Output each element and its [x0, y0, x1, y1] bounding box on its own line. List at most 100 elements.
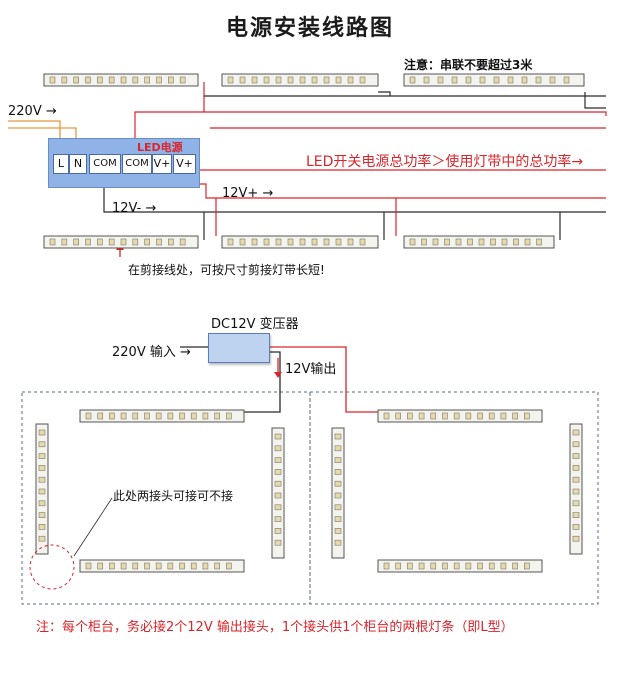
right-bottom-strip-chip — [500, 562, 507, 570]
bottom-strip-3-chip — [444, 238, 450, 246]
footer-note: 注：每个柜台，务必接2个12V 输出接头，1个接头供1个柜台的两根灯条（即L型） — [36, 620, 514, 635]
right-top-strip-chip — [418, 412, 425, 420]
right-outer-strip-chip — [572, 535, 580, 542]
output-wire-dark — [268, 351, 281, 392]
right-top-strip-chip — [488, 412, 495, 420]
bottom-strip-3-chip — [432, 238, 439, 246]
bottom-strip-2-chip — [299, 238, 306, 246]
right-bottom-strip-chip — [407, 562, 413, 570]
left-bottom-strip-chip — [214, 562, 220, 570]
right-bottom-strip-chip — [512, 562, 518, 570]
joint-note: 此处两接头可接可不接 — [113, 489, 234, 503]
top-strip-2-chip — [287, 76, 294, 84]
left-inner-strip-chip — [274, 539, 282, 546]
top-strip-3-chip — [549, 76, 556, 84]
left-outer-strip-chip — [38, 476, 46, 483]
bottom-strip-3-chip — [524, 238, 531, 246]
left-top-strip-chip — [120, 412, 127, 420]
input-voltage-label: 220V → — [8, 104, 57, 119]
right-inner-strip-chip — [334, 516, 342, 522]
right-outer-strip-chip — [572, 441, 580, 448]
top-strip-3-chip — [479, 76, 486, 84]
top-strip-3-chip — [437, 76, 444, 84]
left-outer-strip-chip — [38, 488, 46, 495]
right-inner-strip-chip — [334, 492, 342, 499]
top-strip-3-chip — [465, 76, 472, 84]
bottom-strip-3-chip — [490, 238, 496, 246]
bottom-strip-1-chip — [144, 238, 150, 246]
bottom-strip-1-chip — [61, 238, 68, 246]
top-strip-3-chip — [451, 76, 458, 84]
left-bottom-strip-chip — [179, 562, 185, 570]
top-strip-1-chip — [108, 76, 115, 84]
left-inner-strip-chip — [274, 480, 282, 487]
bottom-strip-2-chip — [263, 238, 270, 246]
left-bottom-strip-chip — [120, 562, 127, 570]
left-top-strip-chip — [226, 412, 232, 420]
left-inner-strip-chip — [274, 469, 282, 475]
right-outer-strip-chip — [572, 465, 580, 471]
terminal-vplus-2: V+ — [173, 154, 196, 174]
top-strip-1-chip — [97, 76, 103, 84]
bottom-strip-2-chip — [287, 238, 294, 246]
right-inner-strip-chip — [334, 469, 342, 475]
right-top-strip-chip — [524, 412, 530, 420]
right-outer-strip-chip — [572, 476, 580, 483]
top-strip-3-chip — [423, 76, 430, 84]
bottom-strip-2-chip — [239, 238, 246, 246]
left-bottom-strip-chip — [167, 562, 174, 570]
negative-label: 12V- → — [112, 201, 157, 216]
right-top-strip-chip — [500, 412, 507, 420]
right-outer-strip-chip — [572, 512, 580, 518]
bottom-strip-2-chip — [275, 238, 282, 246]
terminal-com-1: COM — [89, 154, 121, 174]
output-wire-red — [268, 346, 347, 392]
left-top-strip-chip — [190, 412, 197, 420]
terminal-l: L — [53, 154, 69, 174]
left-top-strip-chip — [202, 412, 209, 420]
right-outer-strip-chip — [572, 429, 580, 436]
bottom-strip-1-chip — [179, 238, 186, 246]
bottom-strip-3-chip — [536, 238, 542, 246]
top-strip-2-chip — [239, 76, 246, 84]
left-inner-strip-chip — [274, 457, 282, 463]
left-bottom-strip-chip — [190, 562, 197, 570]
right-top-strip-chip — [512, 412, 518, 420]
bottom-strip-3-chip — [455, 238, 462, 246]
bottom-strip-2-chip — [227, 238, 234, 246]
left-inner-strip-chip — [274, 504, 282, 511]
vplus-12v-wire — [198, 183, 606, 199]
output-arrow-head — [274, 372, 282, 378]
left-top-strip-chip — [109, 412, 115, 420]
top-strip-2-chip — [299, 76, 306, 84]
right-bottom-strip-chip — [395, 562, 401, 570]
left-top-strip-chip — [132, 412, 139, 420]
bottom-strip-1-chip — [108, 238, 115, 246]
top-strip-3-chip — [409, 76, 416, 84]
right-bottom-strip-chip — [465, 562, 472, 570]
right-bottom-strip-chip — [442, 562, 448, 570]
top-strip-1-chip — [156, 76, 162, 84]
bottom-strip-1-chip — [156, 238, 162, 246]
left-outer-strip-chip — [38, 500, 46, 507]
left-bottom-strip-chip — [155, 562, 162, 570]
left-bottom-strip-chip — [109, 562, 115, 570]
right-inner-strip-chip — [334, 480, 342, 487]
right-inner-strip-chip — [334, 433, 342, 440]
left-inner-strip-chip — [274, 528, 282, 534]
right-bottom-strip-chip — [430, 562, 437, 570]
right-bottom-strip-chip — [383, 562, 390, 570]
top-strip-3-chip — [493, 76, 500, 84]
top-strip-2-chip — [347, 76, 354, 84]
left-bottom-strip-chip — [85, 562, 92, 570]
length-note: 注意：串联不要超过3米 — [404, 58, 533, 72]
top-strip-3-chip — [563, 76, 570, 84]
terminal-n: N — [69, 154, 87, 174]
top-strip-1-chip — [144, 76, 150, 84]
left-counter-box — [21, 391, 311, 605]
right-top-strip-chip — [453, 412, 460, 420]
bottom-strip-3-chip — [513, 238, 519, 246]
top-strip-1-chip — [132, 76, 139, 84]
left-bottom-strip-chip — [144, 562, 150, 570]
bottom-strip-2-chip — [251, 238, 258, 246]
